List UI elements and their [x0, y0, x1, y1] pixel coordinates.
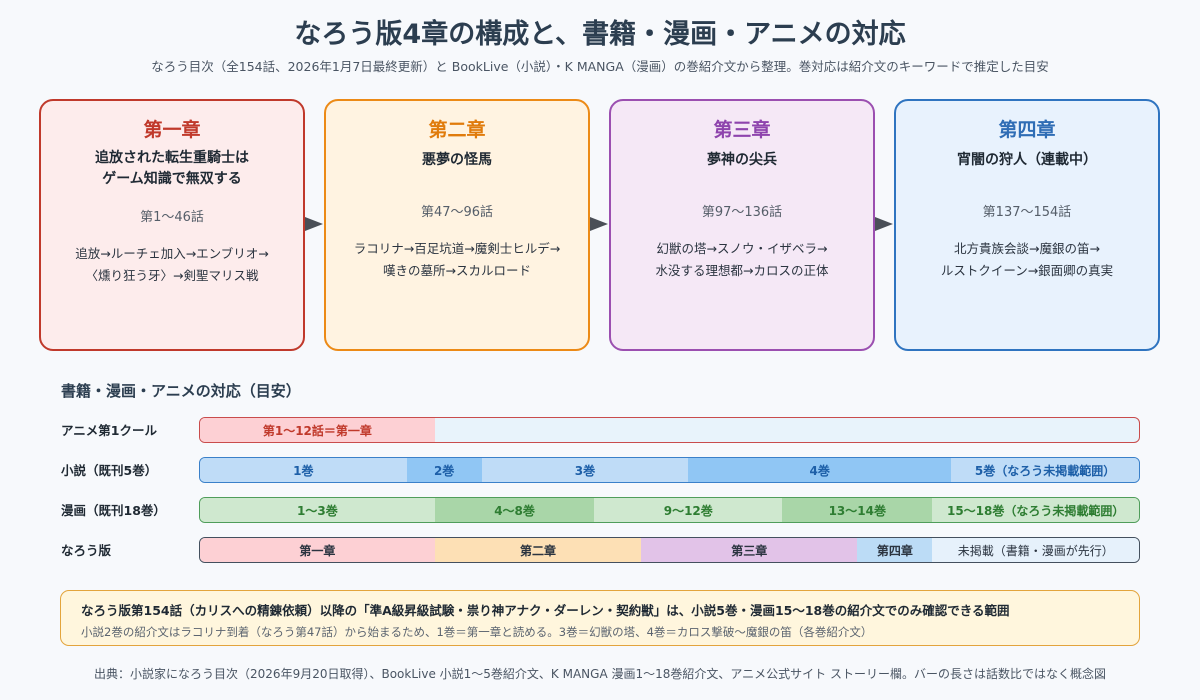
- bar-segment-novel-2: 2巻: [406, 458, 482, 482]
- chapter-title: 夢神の尖兵: [707, 152, 777, 168]
- bar-segment-manga-1: 1〜3巻: [200, 498, 435, 522]
- bar-segment-anime-1: 第1〜12話＝第一章: [200, 418, 435, 442]
- chapter-title: 宵闇の狩人（連載中）: [957, 152, 1097, 168]
- chapter-summary: 幻獣の塔→スノウ・イザベラ→ 水没する理想都→カロスの正体: [655, 241, 829, 278]
- chapter-number: 第二章: [428, 119, 486, 141]
- row-label-anime: アニメ第1クール: [61, 423, 157, 438]
- bar-segment-narou-5: 未掲載（書籍・漫画が先行）: [932, 538, 1139, 562]
- bar-anime: 第1〜12話＝第一章: [199, 417, 1140, 443]
- bar-segment-manga-4: 13〜14巻: [782, 498, 933, 522]
- bar-segment-manga-3: 9〜12巻: [594, 498, 783, 522]
- bar-segment-novel-3: 3巻: [481, 458, 689, 482]
- bar-segment-narou-3: 第三章: [641, 538, 858, 562]
- chapter-number: 第四章: [998, 119, 1056, 141]
- bar-segment-manga-5: 15〜18巻（なろう未掲載範囲）: [932, 498, 1139, 522]
- chapter-number: 第一章: [143, 119, 201, 141]
- row-label-narou: なろう版: [61, 543, 112, 558]
- chapter-summary: 北方貴族会談→魔銀の笛→ ルストクイーン→銀面卿の真実: [940, 241, 1114, 278]
- chapter-card-2: 第二章 悪夢の怪馬 第47〜96話 ラコリナ→百足坑道→魔剣士ヒルデ→ 嘆きの墓…: [324, 99, 590, 351]
- chapter-episode-range: 第137〜154話: [982, 205, 1072, 220]
- page-title: なろう版4章の構成と、書籍・漫画・アニメの対応: [294, 19, 906, 50]
- note-main-text: なろう版第154話（カリスへの精錬依頼）以降の「準A級昇級試験・祟り神アナク・ダ…: [81, 603, 1010, 618]
- chapter-summary: 追放→ルーチェ加入→エンブリオ→ 〈燻り狂う牙〉→剣聖マリス戦: [75, 246, 269, 283]
- note-box: なろう版第154話（カリスへの精錬依頼）以降の「準A級昇級試験・祟り神アナク・ダ…: [60, 590, 1140, 646]
- chapter-episode-range: 第97〜136話: [701, 205, 783, 220]
- flow-arrow-icon: [305, 217, 323, 231]
- page-subtitle: なろう目次（全154話、2026年1月7日最終更新）と BookLive（小説）…: [151, 59, 1049, 74]
- bar-segment-novel-4: 4巻: [688, 458, 952, 482]
- chapter-number: 第三章: [713, 119, 771, 141]
- bar-narou: 第一章第二章第三章第四章未掲載（書籍・漫画が先行）: [199, 537, 1140, 563]
- flow-arrow-icon: [590, 217, 608, 231]
- row-label-manga: 漫画（既刊18巻）: [61, 503, 166, 518]
- bar-segment-narou-1: 第一章: [200, 538, 435, 562]
- chapter-title: 追放された転生重騎士は ゲーム知識で無双する: [95, 150, 249, 187]
- source-footer: 出典：小説家になろう目次（2026年9月20日取得）、BookLive 小説1〜…: [94, 667, 1106, 681]
- row-label-novel: 小説（既刊5巻）: [61, 463, 158, 478]
- bar-segment-narou-2: 第二章: [434, 538, 642, 562]
- chapter-card-4: 第四章 宵闇の狩人（連載中） 第137〜154話 北方貴族会談→魔銀の笛→ ルス…: [894, 99, 1160, 351]
- chapter-card-3: 第三章 夢神の尖兵 第97〜136話 幻獣の塔→スノウ・イザベラ→ 水没する理想…: [609, 99, 875, 351]
- bar-segment-narou-4: 第四章: [857, 538, 933, 562]
- bar-segment-novel-1: 1巻: [200, 458, 407, 482]
- mapping-section-title: 書籍・漫画・アニメの対応（目安）: [61, 382, 301, 400]
- note-sub-text: 小説2巻の紹介文はラコリナ到着（なろう第47話）から始まるため、1巻＝第一章と読…: [81, 625, 873, 639]
- chapter-episode-range: 第1〜46話: [140, 210, 204, 225]
- chapter-card-1: 第一章 追放された転生重騎士は ゲーム知識で無双する 第1〜46話 追放→ルーチ…: [39, 99, 305, 351]
- chapter-episode-range: 第47〜96話: [420, 205, 494, 220]
- flow-arrow-icon: [875, 217, 893, 231]
- bar-segment-novel-5: 5巻（なろう未掲載範囲）: [951, 458, 1139, 482]
- chapter-title: 悪夢の怪馬: [422, 152, 492, 168]
- bar-segment-manga-2: 4〜8巻: [434, 498, 595, 522]
- chapter-summary: ラコリナ→百足坑道→魔剣士ヒルデ→ 嘆きの墓所→スカルロード: [353, 241, 561, 278]
